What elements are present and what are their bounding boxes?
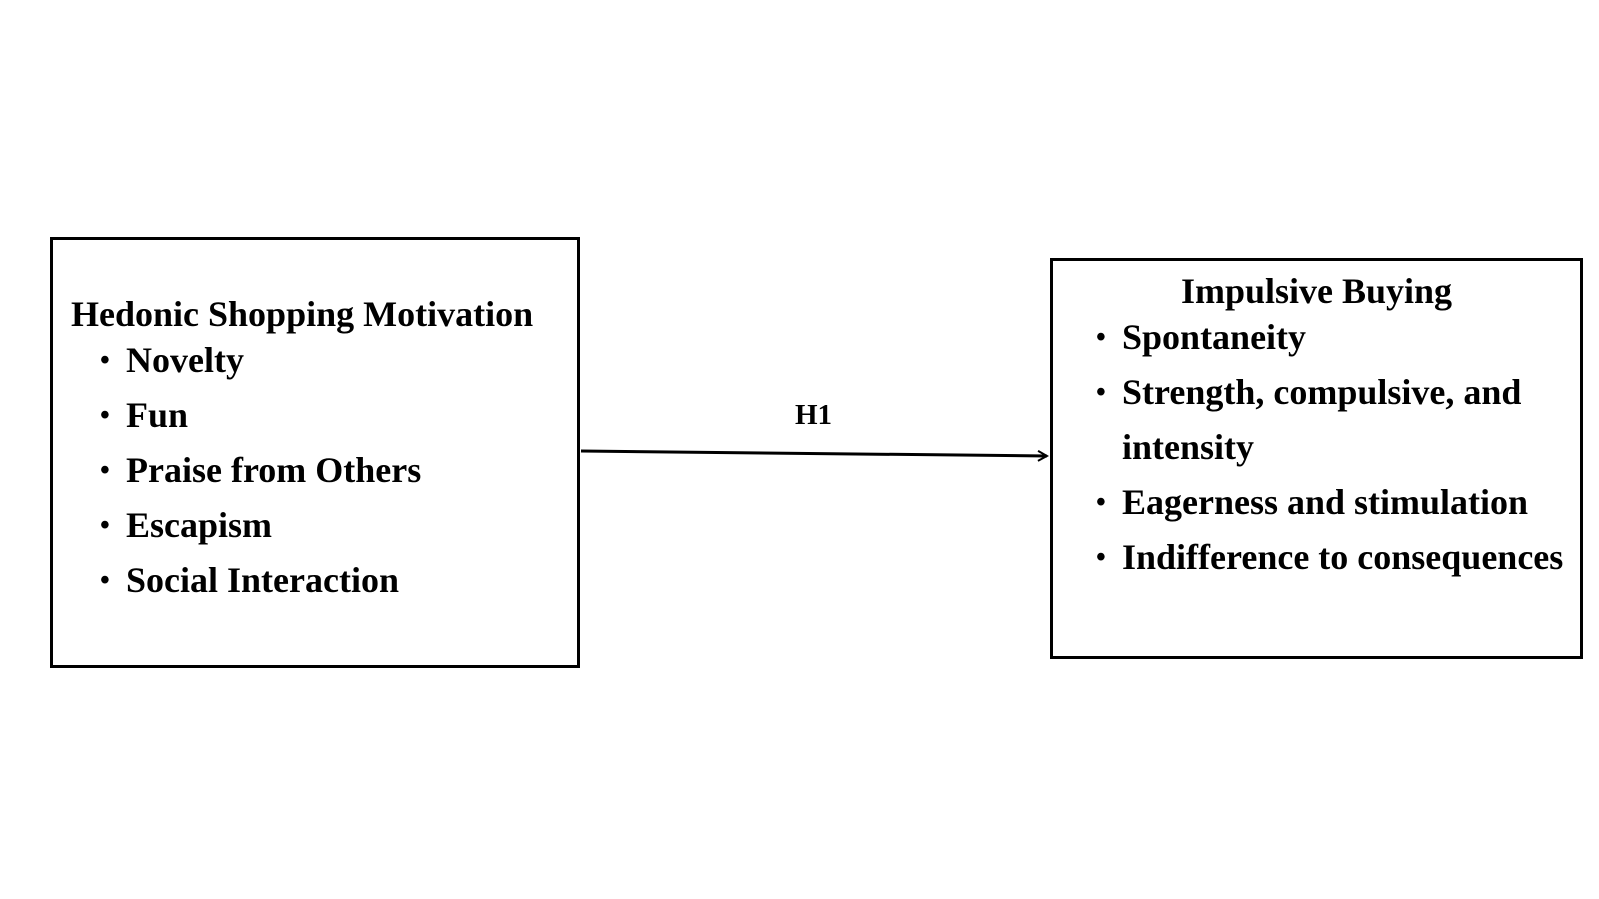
list-item: • Fun: [100, 388, 570, 443]
list-item: • Spontaneity: [1096, 310, 1566, 365]
hedonic-shopping-motivation-box: Hedonic Shopping Motivation • Novelty • Fu…: [50, 237, 580, 668]
hypothesis-label: H1: [795, 399, 833, 431]
bullet-icon: •: [1096, 542, 1106, 573]
impulsive-buying-box: Impulsive Buying • Spontaneity • Strength,…: [1050, 258, 1583, 659]
list-item: • Social Interaction: [100, 553, 570, 608]
bullet-icon: •: [100, 345, 110, 376]
list-item-label: Indifference to consequences: [1122, 537, 1564, 577]
list-item: • Escapism: [100, 498, 570, 553]
list-item: • Indifference to consequences: [1096, 530, 1566, 585]
bullet-icon: •: [1096, 322, 1106, 353]
hedonic-shopping-motivation-title: Hedonic Shopping Motivation: [71, 294, 534, 334]
list-item: • Novelty: [100, 333, 570, 388]
list-item-label: Eagerness and stimulation: [1122, 482, 1529, 522]
list-item: • Praise from Others: [100, 443, 570, 498]
list-item-label: Strength, compulsive, and intensity: [1122, 372, 1522, 467]
bullet-icon: •: [100, 565, 110, 596]
impulsive-buying-title: Impulsive Buying: [1180, 271, 1453, 311]
list-item-label: Praise from Others: [126, 450, 422, 490]
hedonic-motivation-list: • Novelty • Fun • Praise from Others • Escap…: [100, 333, 570, 608]
bullet-icon: •: [1096, 377, 1106, 408]
list-item-label: Fun: [126, 395, 189, 435]
list-item-label: Social Interaction: [126, 560, 399, 600]
bullet-icon: •: [100, 510, 110, 541]
list-item-label: Novelty: [126, 340, 244, 380]
list-item-label: Escapism: [126, 505, 273, 545]
bullet-icon: •: [1096, 487, 1106, 518]
list-item-label: Spontaneity: [1122, 317, 1307, 357]
impulsive-buying-list: • Spontaneity • Strength, compulsive, and …: [1096, 310, 1566, 585]
relationship-arrow: [580, 449, 1047, 456]
bullet-icon: •: [100, 400, 110, 431]
list-item: • Strength, compulsive, and intensity: [1096, 365, 1566, 475]
bullet-icon: •: [100, 455, 110, 486]
list-item: • Eagerness and stimulation: [1096, 475, 1566, 530]
